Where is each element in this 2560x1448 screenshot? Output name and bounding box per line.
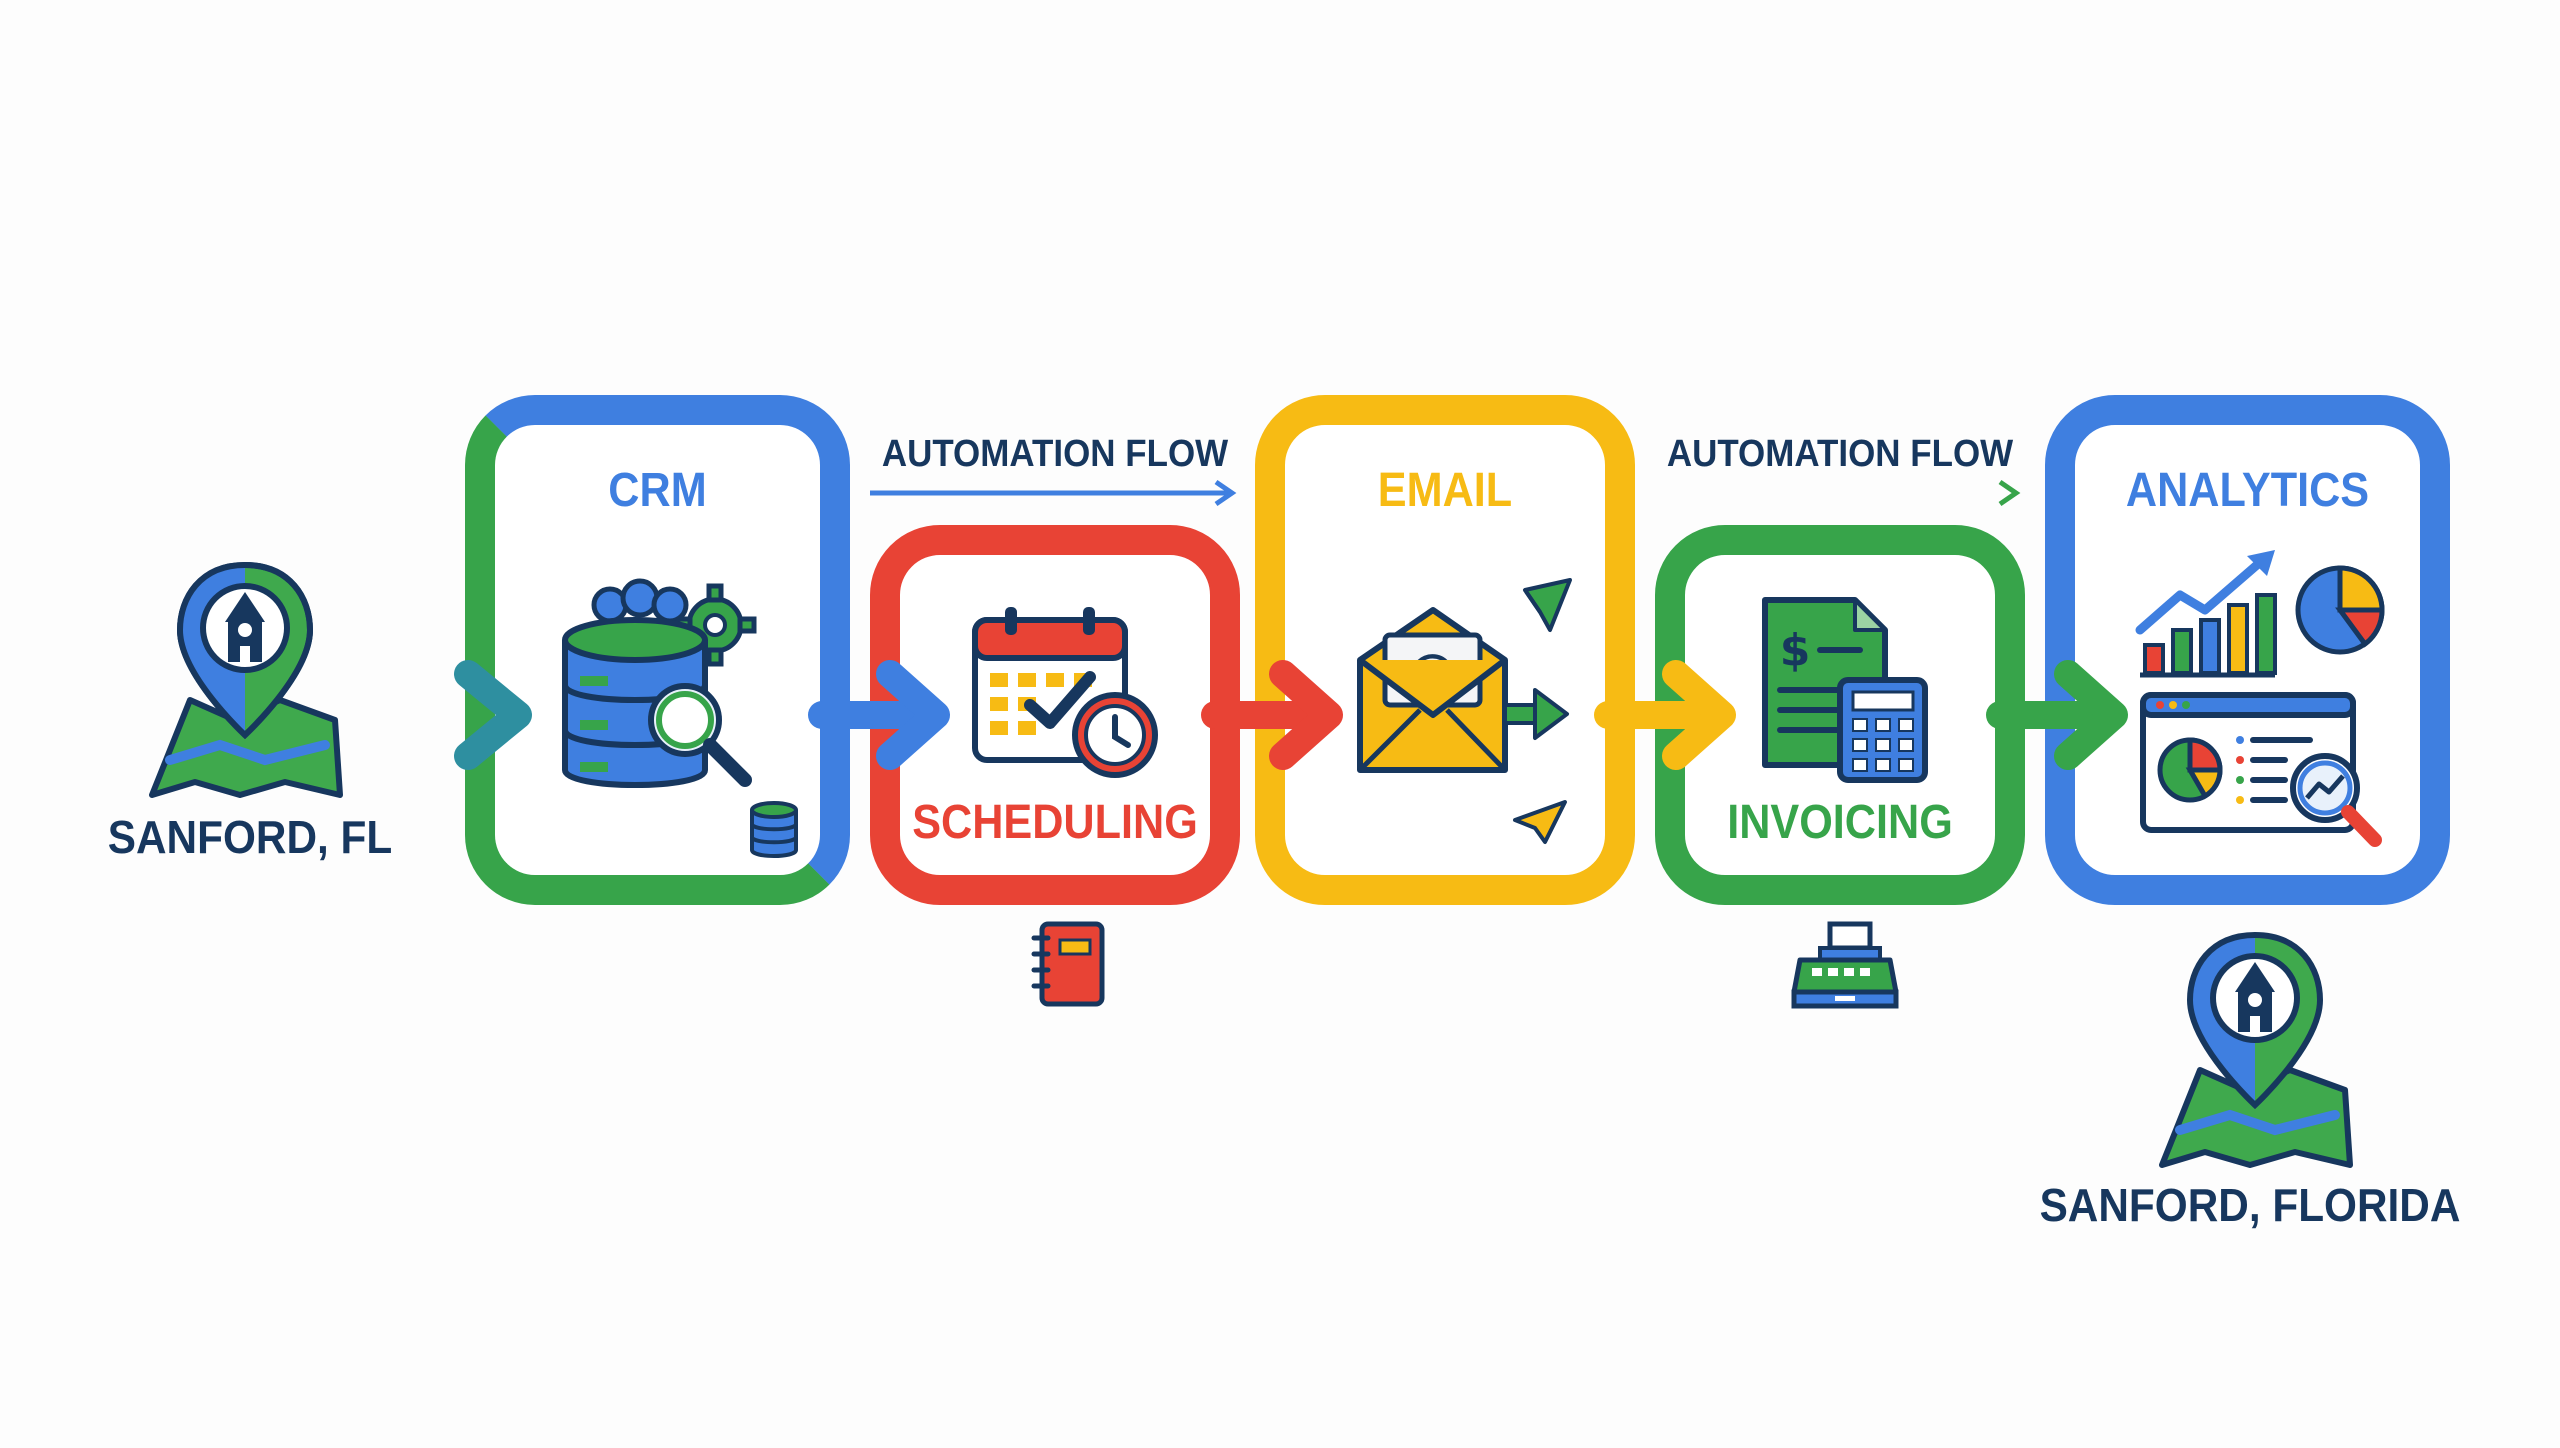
envelope-at-sign-icon: @ xyxy=(1357,578,1572,844)
connector-arrow-email-invoicing xyxy=(1594,660,1736,770)
database-users-gear-search-icon xyxy=(562,578,757,788)
connector-arrow-crm-scheduling xyxy=(808,660,950,770)
invoice-calculator-icon: $ xyxy=(1762,597,1928,783)
stage-title-scheduling: SCHEDULING xyxy=(912,796,1198,849)
connector-arrow-invoicing-analytics xyxy=(1986,660,2128,770)
charts-dashboard-icon xyxy=(2135,550,2385,847)
stage-title-email: EMAIL xyxy=(1377,464,1513,517)
notebook-icon xyxy=(1031,921,1105,1007)
destination-label: SANFORD, FLORIDA xyxy=(2039,1179,2461,1231)
map-pin-clocktower-icon xyxy=(149,561,343,798)
svg-text:$: $ xyxy=(1780,625,1811,676)
stage-title-invoicing: INVOICING xyxy=(1727,796,1953,849)
connector-arrow-start xyxy=(362,660,532,770)
cash-register-icon xyxy=(1791,921,1899,1009)
stage-title-analytics: ANALYTICS xyxy=(2125,464,2370,517)
origin-label: SANFORD, FL xyxy=(107,811,393,863)
map-pin-clocktower-icon xyxy=(2159,931,2353,1168)
automation-flow-label-2: AUTOMATION FLOW xyxy=(1666,433,2014,475)
connector-arrow-scheduling-email xyxy=(1201,660,1343,770)
flow-arrow-1 xyxy=(870,479,1237,507)
small-database-icon xyxy=(750,801,798,858)
flow-arrow-2 xyxy=(1654,479,2021,507)
stage-title-crm: CRM xyxy=(608,464,707,517)
calendar-clock-icon xyxy=(972,607,1158,778)
automation-flow-label-1: AUTOMATION FLOW xyxy=(881,433,1229,475)
